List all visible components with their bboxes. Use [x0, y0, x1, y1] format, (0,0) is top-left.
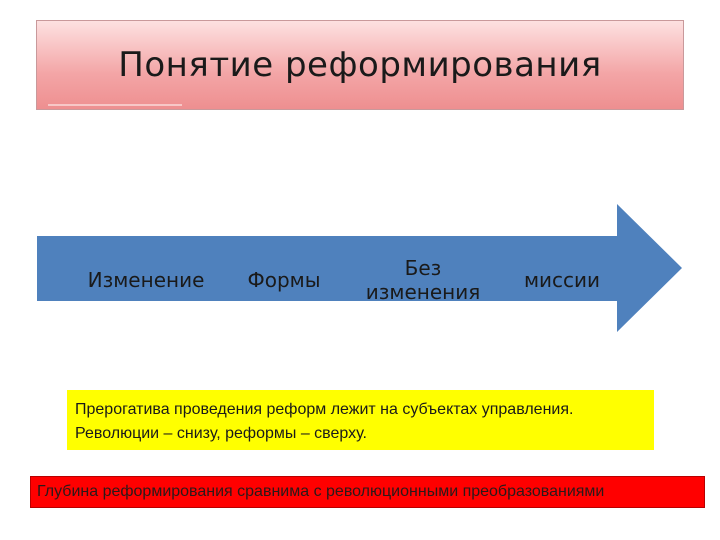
arrow-label-change: Изменение [87, 268, 205, 292]
arrow-label-form: Формы [247, 268, 321, 292]
arrow-label-mission: миссии [523, 268, 601, 292]
title-box: Понятие реформирования [36, 20, 684, 110]
note-box: Прерогатива проведения реформ лежит на с… [67, 390, 654, 450]
bottom-banner: Глубина реформирования сравнима с револю… [30, 476, 705, 508]
slide-title: Понятие реформирования [118, 45, 602, 85]
arrow-label-no-change: Без изменения [365, 256, 481, 304]
arrow-shape [37, 204, 682, 332]
title-underline-decoration [48, 104, 182, 106]
note-line-2: Революции – снизу, реформы – сверху. [75, 425, 367, 442]
note-line-1: Прерогатива проведения реформ лежит на с… [75, 401, 574, 418]
